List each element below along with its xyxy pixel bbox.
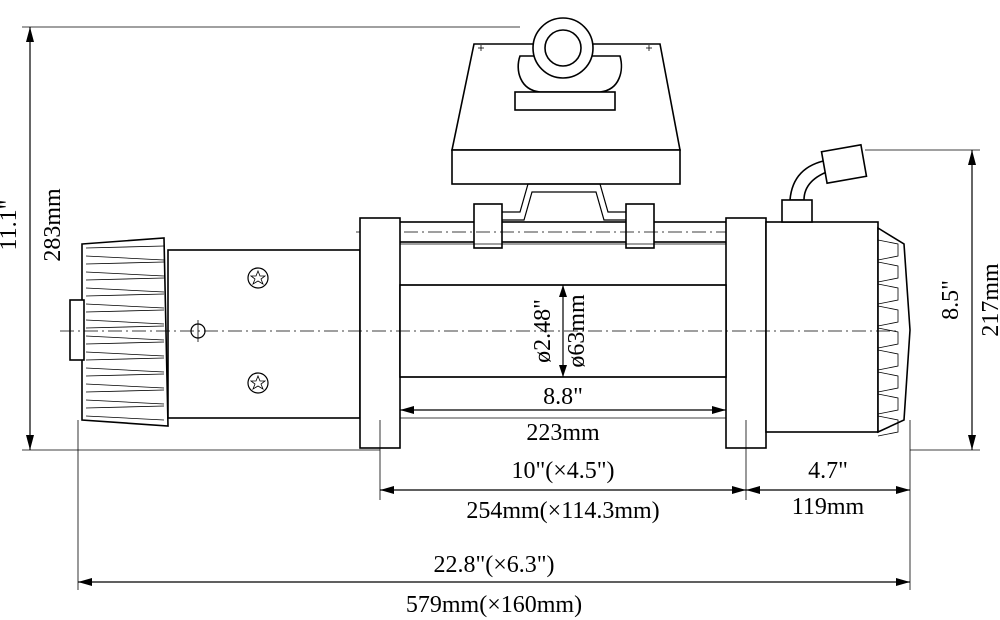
knob-rib (85, 319, 165, 325)
overall-length-dimension: 22.8"(×6.3") 579mm(×160mm) (77, 420, 910, 618)
tie-bar (356, 203, 775, 249)
overall-len-in: 22.8"(×6.3") (433, 552, 554, 578)
gearbox-housing (167, 249, 361, 419)
motor-height-dimension: 8.5" 217mm (865, 149, 1000, 451)
knob-rib (85, 351, 165, 357)
motor-fin (877, 283, 899, 305)
control-box (451, 17, 681, 221)
motor-len-in: 4.7" (808, 458, 848, 484)
knob-rib (85, 309, 165, 313)
drum-length-in: 8.8" (543, 384, 583, 410)
knob-rib (85, 415, 165, 421)
knob-rib (85, 277, 165, 281)
knob-rib (85, 255, 165, 261)
knob-rib (85, 373, 165, 377)
motor-fin (877, 415, 899, 437)
mount-in: 10"(×4.5") (511, 458, 614, 484)
motor-fin (877, 305, 899, 327)
drum-length-dimension: 8.8" 223mm (400, 384, 726, 446)
knob-rib (85, 303, 165, 309)
knob-rib (85, 399, 165, 405)
knob-rib (85, 261, 165, 265)
motor-fin (877, 393, 899, 415)
knob-rib (85, 335, 165, 341)
overall-len-mm: 579mm(×160mm) (406, 592, 582, 618)
knob-rib (85, 271, 165, 277)
drum-dia-mm: ø63mm (564, 294, 590, 368)
motor-fin (877, 349, 899, 371)
knob-rib (85, 357, 165, 361)
motor-height-in: 8.5" (938, 280, 964, 320)
knob-rib (85, 245, 165, 249)
mount-mm: 254mm(×114.3mm) (466, 498, 659, 524)
motor-fin (877, 239, 899, 261)
knob-rib (85, 383, 165, 389)
clutch-knob (69, 237, 169, 427)
motor-fin (877, 261, 899, 283)
overall-height-in: 11.1" (0, 200, 22, 251)
knob-rib (85, 293, 165, 297)
drum-dia-in: ø2.48" (530, 299, 556, 363)
knob-rib (85, 287, 165, 293)
knob-rib (85, 367, 165, 373)
knob-rib (85, 405, 165, 409)
knob-rib (85, 325, 165, 329)
overall-height-mm: 283mm (40, 188, 66, 262)
motor-fin (877, 371, 899, 393)
motor-fin (877, 327, 899, 349)
motor-length-dimension: 4.7" 119mm (746, 420, 911, 590)
knob-rib (85, 341, 165, 345)
motor-len-mm: 119mm (792, 494, 865, 520)
knob-rib (85, 389, 165, 393)
drum-length-mm: 223mm (526, 420, 600, 446)
motor-height-mm: 217mm (978, 263, 1000, 337)
overall-height-dimension: 11.1" 283mm (0, 26, 520, 451)
drum-diameter-dimension: ø2.48" ø63mm (530, 285, 590, 377)
motor (765, 143, 911, 437)
mount-dimension: 10"(×4.5") 254mm(×114.3mm) (379, 420, 747, 524)
